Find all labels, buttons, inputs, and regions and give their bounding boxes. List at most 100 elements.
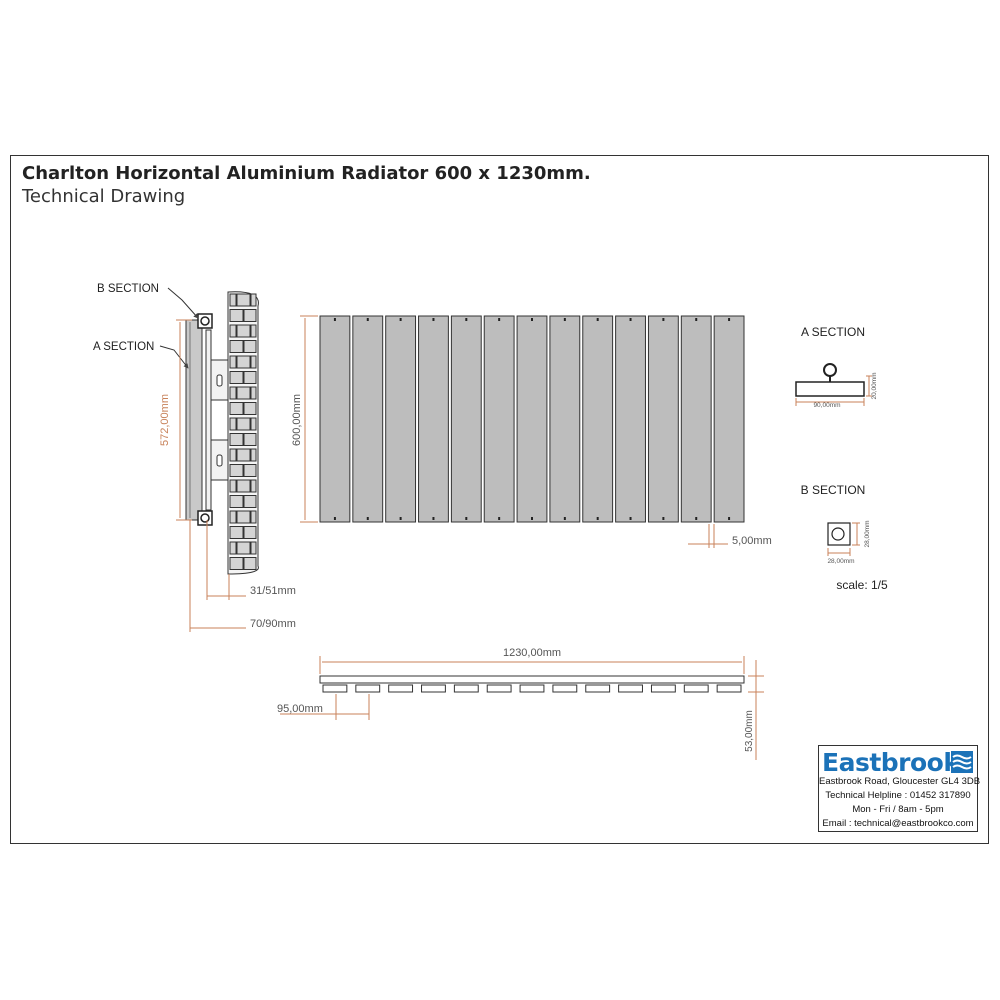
b-section-height: 28,00mm bbox=[864, 520, 871, 547]
drawing-frame bbox=[10, 155, 989, 844]
a-section-detail: A SECTION 90,00mm 20,00mm bbox=[795, 325, 878, 409]
bracket-depth-dimension: 31/51mm bbox=[250, 585, 296, 597]
brick bbox=[250, 386, 257, 400]
company-email: Email : technical@eastbrookco.com bbox=[822, 818, 974, 829]
radiator-panel bbox=[647, 315, 679, 523]
brick bbox=[236, 541, 251, 555]
b-section-width: 28,00mm bbox=[827, 558, 854, 565]
plan-fin bbox=[355, 684, 381, 693]
brick bbox=[229, 355, 237, 369]
brick bbox=[250, 355, 257, 369]
radiator-panel bbox=[385, 315, 417, 523]
front-height-dimension: 600,00mm bbox=[291, 394, 303, 446]
b-section-detail: B SECTION 28,00mm 28,00mm bbox=[801, 483, 871, 565]
brick bbox=[229, 386, 237, 400]
brick bbox=[243, 433, 257, 446]
brick bbox=[229, 293, 237, 307]
radiator-panel bbox=[352, 315, 384, 523]
radiator-panel bbox=[516, 315, 548, 523]
plan-fin bbox=[716, 684, 742, 693]
brick bbox=[250, 293, 257, 307]
brick bbox=[250, 541, 257, 555]
side-b-section-label: B SECTION bbox=[97, 283, 159, 295]
side-view: B SECTION A SECTION 572,00mm 31/51mm 70/… bbox=[93, 283, 296, 632]
plan-fin bbox=[421, 684, 446, 693]
panel-gap-dimension: 5,00mm bbox=[732, 535, 772, 547]
a-section-height: 20,00mm bbox=[871, 372, 878, 399]
plan-fin bbox=[322, 684, 348, 693]
brick bbox=[236, 479, 251, 493]
company-helpline: Technical Helpline : 01452 317890 bbox=[825, 790, 971, 801]
brick bbox=[229, 495, 244, 508]
plan-depth-dimension: 53,00mm bbox=[744, 710, 755, 752]
scale-label: scale: 1/5 bbox=[836, 578, 888, 592]
radiator-panel bbox=[713, 315, 745, 523]
total-depth-dimension: 70/90mm bbox=[250, 618, 296, 630]
brick bbox=[236, 355, 251, 369]
wall-bracket bbox=[205, 329, 212, 511]
brick bbox=[243, 371, 257, 384]
front-view: 600,00mm 5,00mm bbox=[291, 315, 772, 548]
brick bbox=[229, 464, 244, 477]
side-a-section-label: A SECTION bbox=[93, 341, 154, 353]
side-height-dimension: 572,00mm bbox=[159, 394, 171, 446]
radiator-panel bbox=[418, 315, 449, 523]
company-info-box: Eastbrook Eastbrook Road, Gloucester GL4… bbox=[818, 745, 980, 832]
brick bbox=[229, 371, 244, 384]
brick bbox=[243, 557, 257, 570]
brick bbox=[229, 340, 244, 353]
radiator-side-panel bbox=[185, 319, 203, 521]
plan-width-dimension: 1230,00mm bbox=[503, 647, 561, 659]
plan-fin bbox=[650, 684, 676, 693]
brick bbox=[250, 510, 257, 524]
brick bbox=[236, 293, 251, 307]
brick bbox=[250, 479, 257, 493]
brick bbox=[229, 417, 237, 431]
radiator-panel bbox=[680, 315, 712, 523]
brick bbox=[229, 324, 237, 338]
plan-fin bbox=[453, 684, 479, 693]
plan-fin bbox=[618, 684, 643, 693]
brick bbox=[229, 479, 237, 493]
drawing-subtitle: Technical Drawing bbox=[22, 186, 186, 207]
radiator-panel bbox=[549, 315, 581, 523]
plan-fin bbox=[683, 684, 709, 693]
brick bbox=[243, 402, 257, 415]
plan-fin bbox=[388, 684, 414, 693]
plan-fin bbox=[486, 684, 512, 693]
plan-pitch-dimension: 95,00mm bbox=[277, 703, 323, 715]
brick bbox=[229, 557, 244, 570]
plan-fin bbox=[552, 684, 578, 693]
brick bbox=[229, 448, 237, 462]
b-section-title: B SECTION bbox=[801, 483, 866, 497]
brick bbox=[229, 526, 244, 539]
brick bbox=[236, 386, 251, 400]
radiator-panel bbox=[483, 315, 515, 523]
brick bbox=[243, 464, 257, 477]
brick bbox=[229, 433, 244, 446]
brick bbox=[250, 324, 257, 338]
company-logo-text: Eastbrook bbox=[822, 748, 960, 777]
brick bbox=[236, 324, 251, 338]
brick bbox=[229, 309, 244, 322]
radiator-panel bbox=[615, 315, 646, 523]
brick bbox=[236, 448, 251, 462]
radiator-panel bbox=[319, 315, 351, 523]
brick bbox=[236, 510, 251, 524]
plan-fin bbox=[519, 684, 545, 693]
company-hours: Mon - Fri / 8am - 5pm bbox=[852, 804, 944, 815]
a-section-width: 90,00mm bbox=[813, 402, 840, 409]
brick-wall bbox=[227, 291, 259, 575]
brick bbox=[229, 510, 237, 524]
brick bbox=[229, 402, 244, 415]
wave-logo-icon bbox=[951, 751, 973, 773]
radiator-panel bbox=[582, 315, 614, 523]
brick bbox=[250, 448, 257, 462]
brick bbox=[250, 417, 257, 431]
brick bbox=[236, 417, 251, 431]
brick bbox=[243, 340, 257, 353]
plan-view: 1230,00mm 95,00mm 53,00mm bbox=[277, 647, 764, 760]
a-section-title: A SECTION bbox=[801, 325, 865, 339]
